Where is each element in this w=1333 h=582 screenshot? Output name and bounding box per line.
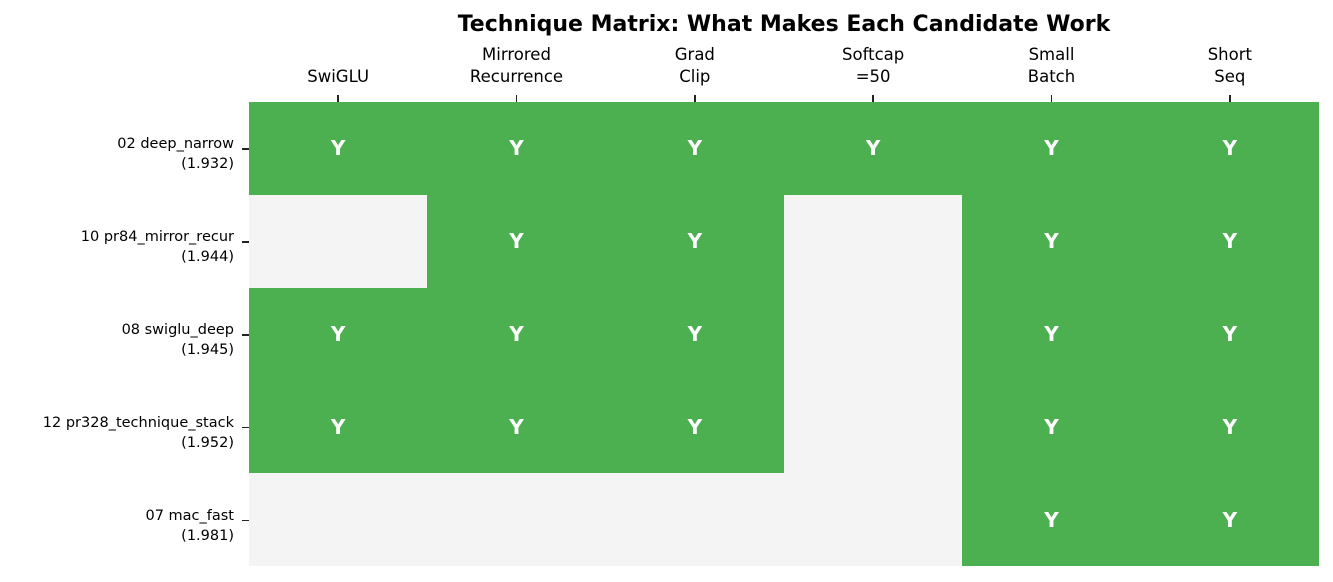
- y-tick: [242, 519, 249, 522]
- matrix-cell: Y: [249, 102, 428, 195]
- matrix-cell: Y: [962, 102, 1141, 195]
- chart-title: Technique Matrix: What Makes Each Candid…: [457, 12, 1111, 37]
- row-label: 07 mac_fast (1.981): [145, 507, 234, 544]
- column-label: Mirrored Recurrence: [469, 45, 564, 86]
- matrix-cell: Y: [605, 287, 784, 381]
- matrix-cell: [783, 473, 963, 566]
- matrix-cell: Y: [1140, 473, 1319, 566]
- y-tick: [242, 426, 249, 429]
- column-label: Grad Clip: [674, 45, 715, 86]
- x-tick: [1229, 95, 1231, 102]
- x-tick: [337, 95, 339, 102]
- column-label: SwiGLU: [307, 67, 370, 86]
- column-label: Short Seq: [1207, 45, 1252, 86]
- matrix-cell: Y: [605, 380, 784, 474]
- matrix-cell: Y: [249, 380, 428, 474]
- matrix-cell: Y: [605, 194, 784, 288]
- matrix-cell: Y: [962, 473, 1141, 566]
- matrix-cell: Y: [962, 194, 1141, 288]
- matrix-cell: [783, 287, 963, 381]
- y-tick: [242, 334, 249, 336]
- matrix-cell: Y: [1140, 194, 1319, 288]
- row-label: 10 pr84_mirror_recur (1.944): [80, 229, 234, 266]
- matrix-cell: [249, 473, 428, 566]
- y-tick: [242, 148, 249, 150]
- row-label: 12 pr328_technique_stack (1.952): [42, 414, 234, 451]
- matrix-cell: Y: [605, 102, 784, 195]
- matrix-cell: [427, 473, 606, 566]
- column-label: Small Batch: [1027, 45, 1076, 86]
- matrix-cell: Y: [962, 287, 1141, 381]
- matrix-cell: Y: [427, 287, 606, 381]
- matrix-cell: Y: [427, 194, 606, 288]
- matrix-cell: Y: [962, 380, 1141, 474]
- row-label: 02 deep_narrow (1.932): [117, 136, 234, 173]
- x-tick: [515, 95, 518, 102]
- y-tick: [242, 241, 249, 243]
- x-tick: [1050, 95, 1053, 102]
- matrix-cell: Y: [1140, 380, 1319, 474]
- row-label: 08 swiglu_deep (1.945): [121, 322, 234, 358]
- matrix-cell: Y: [1140, 102, 1319, 195]
- matrix-cell: [783, 380, 963, 474]
- matrix-cell: [249, 194, 428, 288]
- matrix-cell: Y: [783, 102, 963, 195]
- x-tick: [872, 95, 874, 102]
- matrix-cell: Y: [249, 287, 428, 381]
- column-label: Softcap =50: [842, 45, 905, 86]
- matrix-cell: Y: [427, 380, 606, 474]
- matrix-cell: Y: [427, 102, 606, 195]
- matrix-cell: [783, 194, 963, 288]
- matrix-cell: Y: [1140, 287, 1319, 381]
- matrix-cell: [605, 473, 784, 566]
- x-tick: [694, 95, 696, 102]
